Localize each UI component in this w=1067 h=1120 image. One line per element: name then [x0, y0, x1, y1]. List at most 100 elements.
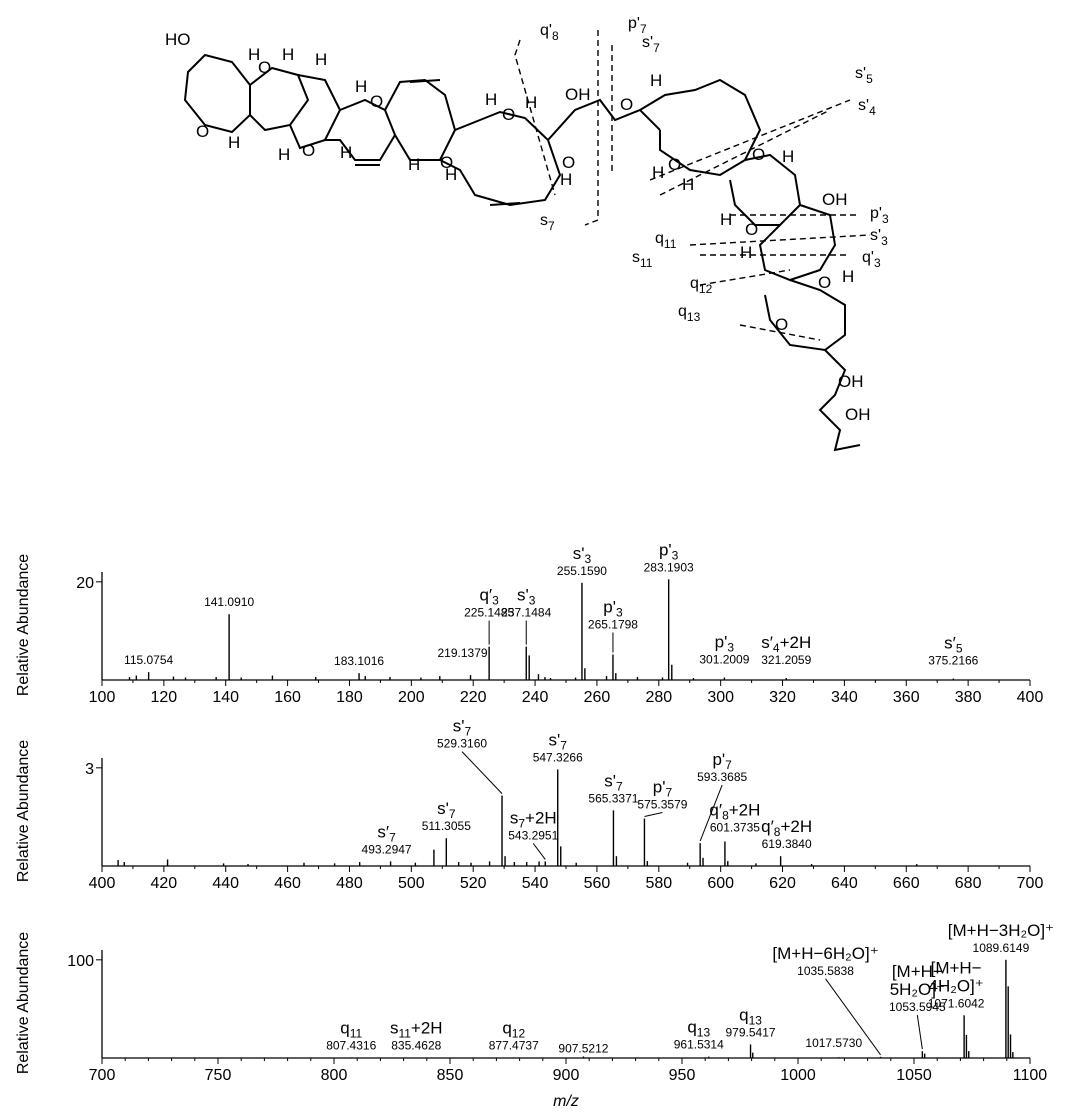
x-tick-label: 620 [769, 875, 796, 892]
x-tick-label: 600 [707, 875, 734, 892]
peak-mz-label: 283.1903 [644, 560, 694, 574]
x-tick-label: 900 [553, 1067, 580, 1084]
peak-mz-label: 961.5314 [674, 1038, 724, 1052]
atom-label: H [650, 71, 662, 90]
peak-mz-label: 493.2947 [362, 842, 412, 856]
x-tick-label: 440 [212, 875, 239, 892]
x-tick-label: 200 [398, 689, 425, 706]
peak-mz-label: 321.2059 [761, 653, 811, 667]
peak-mz-label: 141.0910 [204, 595, 254, 609]
atom-label: H [740, 243, 752, 262]
atom-label: O [196, 122, 209, 141]
x-tick-label: 160 [274, 689, 301, 706]
x-tick-label: 140 [212, 689, 239, 706]
x-tick-label: 500 [398, 875, 425, 892]
peak-ion-label: q′8+2H [709, 800, 760, 822]
atom-label: O [668, 155, 681, 174]
x-tick-label: 120 [151, 689, 178, 706]
label-leader [825, 978, 881, 1056]
fragment-label: q'3 [862, 249, 881, 270]
peak-ion-label: p'3 [715, 633, 735, 655]
peak-ion-label: s'7 [437, 799, 456, 821]
peak-mz-label: 575.3579 [637, 798, 687, 812]
atom-label: OH [822, 190, 848, 209]
peak-mz-label: 219.1379 [438, 646, 488, 660]
atom-label: H [355, 77, 367, 96]
label-leader [532, 843, 546, 860]
atom-label: O [302, 141, 315, 160]
atom-label: H [278, 145, 290, 164]
label-leader [699, 784, 723, 842]
x-tick-label: 750 [205, 1067, 232, 1084]
x-tick-label: 400 [89, 875, 116, 892]
atom-label: OH [845, 405, 871, 424]
x-tick-label: 340 [831, 689, 858, 706]
peak-mz-label: 265.1798 [588, 617, 638, 631]
x-tick-label: 360 [893, 689, 920, 706]
y-axis-label: Relative Abundance [15, 740, 32, 882]
x-tick-label: 460 [274, 875, 301, 892]
atom-label: H [315, 50, 327, 69]
y-axis-label: Relative Abundance [15, 554, 32, 696]
peak-mz-label: 1017.5730 [805, 1036, 862, 1050]
x-tick-label: 240 [522, 689, 549, 706]
atom-label: O [562, 153, 575, 172]
peak-mz-label: 301.2009 [699, 653, 749, 667]
x-tick-label: 220 [460, 689, 487, 706]
atom-label: H [560, 170, 572, 189]
peak-ion-label: [M+H−6H₂O]⁺ [772, 944, 878, 963]
atom-label: O [258, 58, 271, 77]
x-tick-label: 260 [584, 689, 611, 706]
fragment-label: s7 [540, 212, 555, 233]
fragment-label: q11 [655, 230, 677, 251]
atom-label: H [842, 267, 854, 286]
peak-ion-label: [M+H−3H₂O]⁺ [948, 921, 1054, 940]
atom-label: H [782, 147, 794, 166]
atom-label: O [440, 153, 453, 172]
y-tick-label: 100 [67, 953, 94, 970]
label-leader [461, 751, 503, 794]
peak-ion-label: q′3 [479, 586, 499, 608]
x-tick-label: 950 [669, 1067, 696, 1084]
fragment-label: p'3 [870, 205, 889, 226]
atom-label: H [652, 163, 664, 182]
peak-mz-label: 237.1484 [501, 606, 551, 620]
peak-ion-label: s'3 [517, 586, 536, 608]
atom-label: H [282, 45, 294, 64]
peak-mz-label: 1089.6149 [973, 941, 1030, 955]
atom-label: O [752, 145, 765, 164]
atom-label: HO [165, 30, 191, 49]
x-tick-label: 380 [955, 689, 982, 706]
peak-mz-label: 255.1590 [557, 564, 607, 578]
peak-ion-label: q11 [340, 1018, 362, 1040]
peak-mz-label: 807.4316 [326, 1038, 376, 1052]
peak-ion-label: q12 [502, 1018, 525, 1040]
x-tick-label: 540 [522, 875, 549, 892]
fragment-label: s'4 [858, 97, 876, 118]
x-tick-label: 700 [89, 1067, 116, 1084]
atom-label: OH [565, 85, 591, 104]
peak-ion-label: s'7 [604, 771, 623, 793]
x-tick-label: 680 [955, 875, 982, 892]
atom-label: O [745, 220, 758, 239]
x-tick-label: 560 [584, 875, 611, 892]
peak-ion-label: q′8+2H [761, 817, 812, 839]
peak-ion-label: s'7 [453, 717, 472, 739]
x-tick-label: 520 [460, 875, 487, 892]
fragment-label: s'7 [642, 34, 660, 55]
peak-mz-label: 565.3371 [588, 791, 638, 805]
peak-mz-label: 375.2166 [928, 654, 978, 668]
atom-label: O [620, 95, 633, 114]
x-tick-label: 640 [831, 875, 858, 892]
peak-mz-label: 547.3266 [533, 750, 583, 764]
fragment-label: s'5 [855, 65, 873, 86]
peak-ion-label: s'3 [573, 544, 592, 566]
peak-mz-label: 601.3735 [710, 820, 760, 834]
peak-ion-label: q13 [739, 1005, 762, 1027]
atom-label: H [485, 90, 497, 109]
atom-label: H [340, 143, 352, 162]
peak-mz-label: 593.3685 [697, 770, 747, 784]
